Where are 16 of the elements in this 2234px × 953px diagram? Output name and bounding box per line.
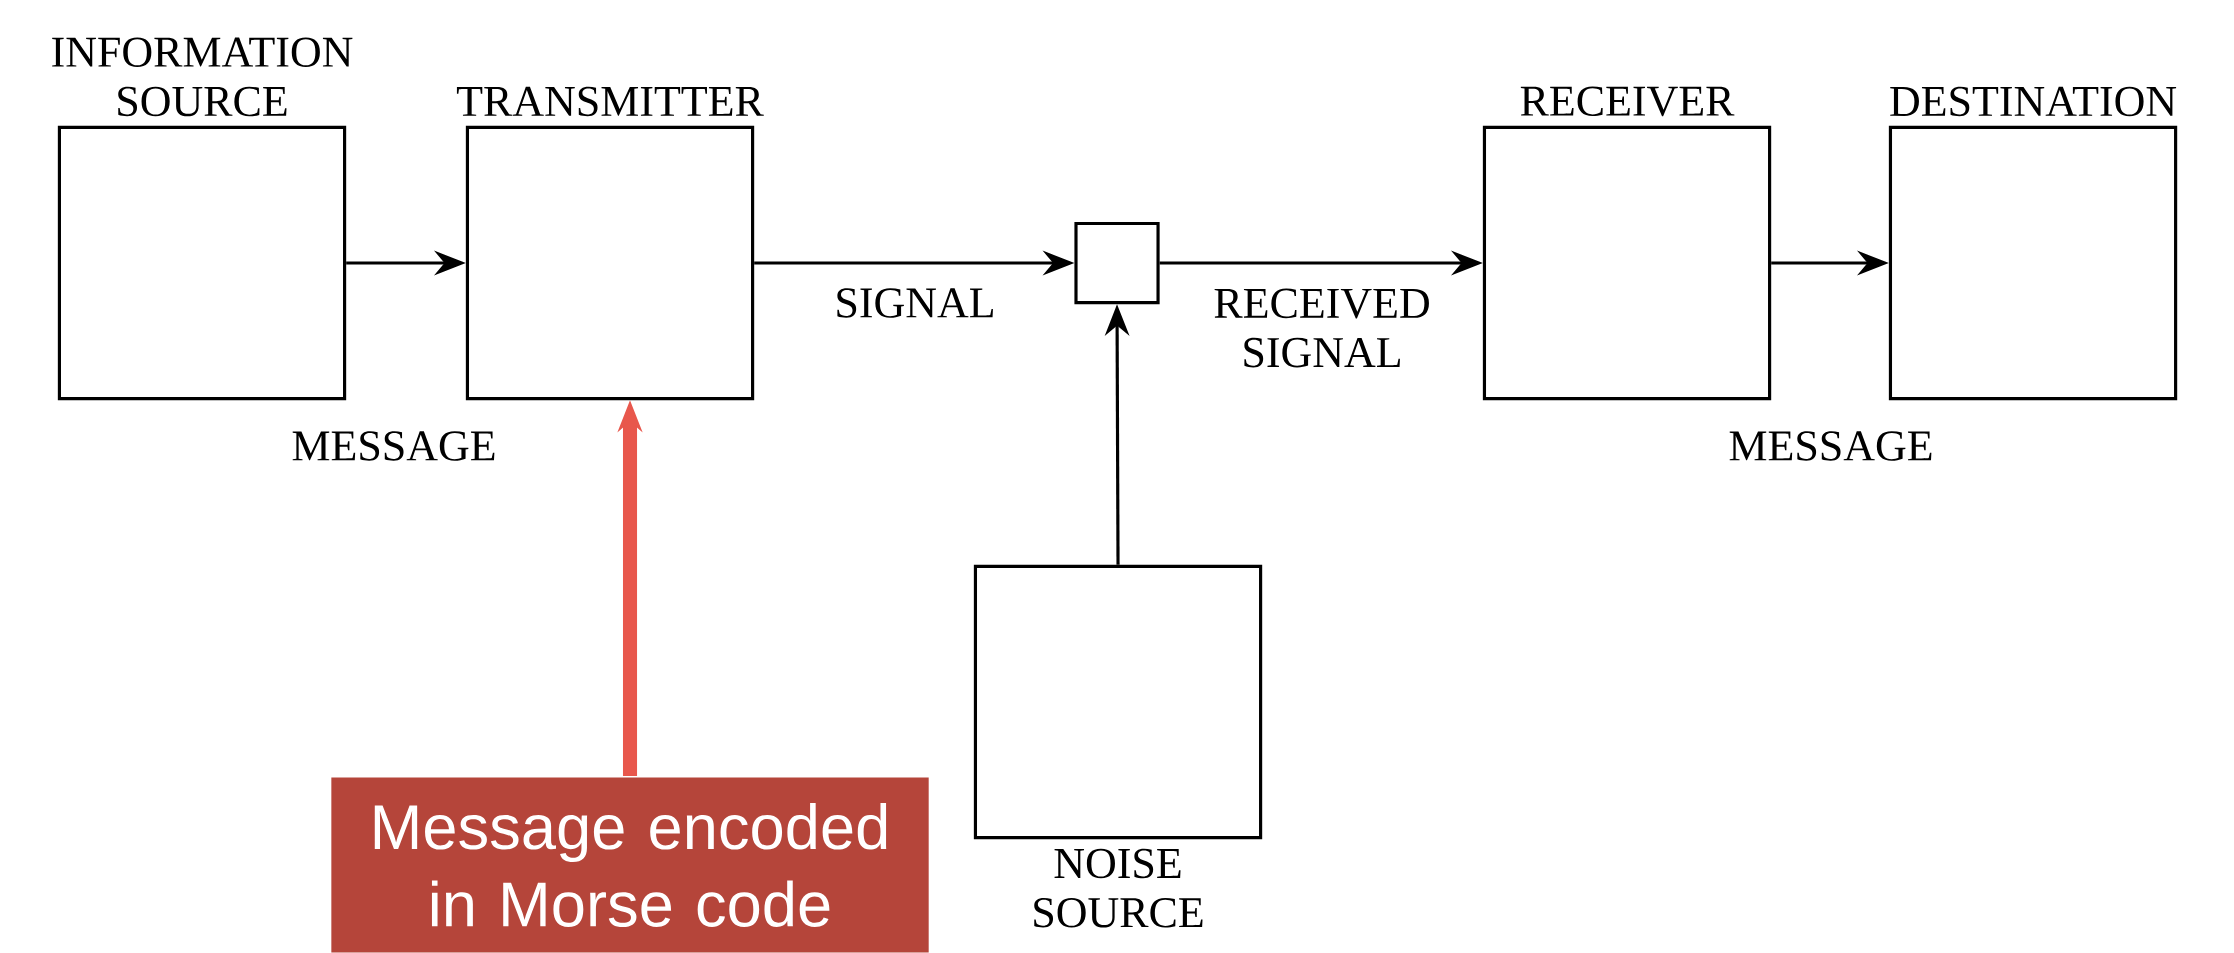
- edge-label: MESSAGE: [1729, 431, 1932, 461]
- node-label: RECEIVER: [1520, 86, 1735, 117]
- node-label: DESTINATION: [1890, 86, 2177, 117]
- edge-label: MESSAGE: [292, 431, 495, 461]
- block-box: DESTINATION: [1888, 86, 2178, 401]
- node-label: TRANSMITTER: [456, 86, 764, 117]
- block-box: NOISE SOURCE: [973, 564, 1263, 928]
- block-box: TRANSMITTER: [456, 86, 764, 401]
- node-label: INFORMATION SOURCE: [52, 37, 353, 117]
- junction-box: [1074, 221, 1160, 305]
- edge-label: RECEIVED SIGNAL: [1214, 288, 1429, 368]
- block-box: INFORMATION SOURCE: [52, 37, 353, 401]
- callout-box: Message encoded in Morse code: [331, 777, 929, 953]
- block-box: RECEIVER: [1482, 86, 1772, 401]
- edge-label: SIGNAL: [837, 288, 993, 318]
- node-label: NOISE SOURCE: [1034, 848, 1203, 928]
